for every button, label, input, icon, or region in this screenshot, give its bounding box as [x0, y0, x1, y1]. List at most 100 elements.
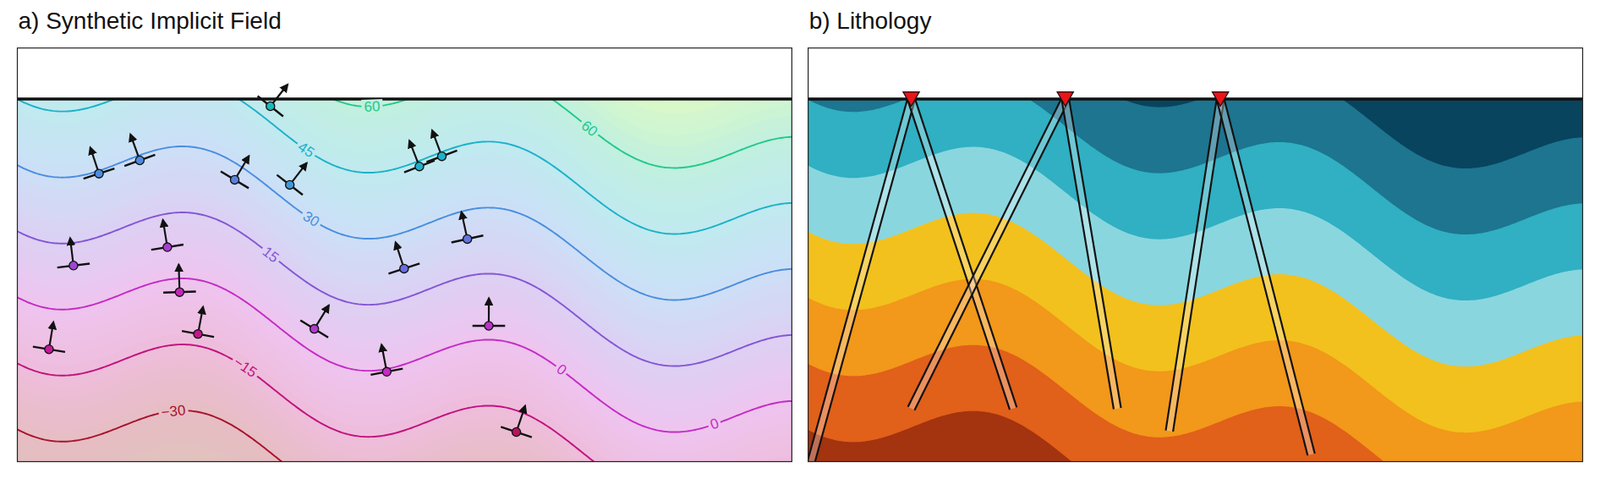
observation-dot — [163, 242, 172, 252]
well-marker — [1057, 92, 1074, 107]
contour-line — [17, 98, 793, 168]
contour-line — [17, 146, 793, 301]
contour-value: −30 — [158, 401, 189, 419]
fault-fill — [907, 98, 1017, 410]
strike-bar — [83, 168, 116, 179]
observation-dot — [400, 263, 409, 273]
panel-title: a) Synthetic Implicit Field — [18, 9, 282, 33]
strike-bar — [388, 263, 420, 274]
sky-strip — [808, 48, 1584, 99]
lithology-bands — [808, 98, 1584, 461]
strike-bar — [300, 319, 329, 337]
observation-dot — [69, 261, 78, 270]
fault-zone — [808, 98, 916, 461]
fault-trace — [1068, 98, 1122, 408]
fault-zone — [908, 98, 1069, 411]
contour-value: 45 — [293, 137, 319, 162]
strike-bar — [220, 170, 249, 188]
surface-line — [808, 97, 1584, 101]
contour-line — [17, 344, 793, 461]
panel-frame — [17, 48, 793, 462]
fault-trace — [1223, 98, 1315, 454]
fault-trace — [1166, 98, 1217, 431]
strike-bar — [451, 235, 484, 242]
orientation-marker — [276, 163, 307, 196]
observation-dot — [310, 324, 319, 334]
observation-dot — [484, 321, 494, 330]
observation-dot — [175, 287, 184, 296]
implicit-field-panel — [17, 0, 794, 479]
surface-line — [17, 97, 793, 101]
fault-fill — [908, 98, 1069, 411]
orientation-marker — [370, 344, 403, 376]
fault-fill — [1216, 98, 1316, 455]
orientation-marker — [181, 306, 214, 339]
observation-dot — [230, 175, 239, 184]
fault-trace — [1172, 99, 1224, 432]
fault-trace — [1061, 99, 1114, 410]
orientation-marker — [220, 155, 249, 188]
well-markers — [903, 92, 1229, 107]
observation-dot — [94, 169, 104, 178]
contour-value: −15 — [228, 352, 261, 382]
orientation-marker — [426, 130, 457, 162]
sky-strip — [17, 48, 793, 99]
orientation-marker — [163, 264, 197, 297]
orientation-marker — [500, 405, 532, 438]
fault-fill — [808, 98, 916, 461]
orientation-marker — [388, 241, 420, 274]
strike-bar — [500, 426, 532, 437]
orientation-marker — [472, 297, 506, 330]
orientation-marker — [57, 237, 90, 269]
observation-dot — [44, 345, 54, 354]
contour-value: 60 — [361, 98, 384, 115]
observation-dot — [437, 152, 446, 161]
orientation-marker — [124, 134, 155, 166]
orientation-markers — [32, 84, 532, 438]
observation-dot — [463, 234, 472, 243]
observation-dot — [266, 101, 275, 110]
fault-trace — [908, 98, 1063, 407]
observation-dot — [135, 155, 144, 165]
fault-trace — [907, 99, 1010, 410]
contour-value: 15 — [257, 241, 284, 267]
fault-zones — [808, 98, 1316, 461]
contour-line — [17, 98, 793, 234]
fault-fill — [1061, 98, 1121, 409]
strike-bar — [276, 175, 303, 196]
panel-title: b) Lithology — [809, 9, 932, 33]
well-marker — [903, 92, 920, 107]
observation-dot — [193, 329, 203, 339]
lithology-panel — [808, 0, 1584, 479]
fault-trace — [914, 100, 1069, 411]
contour-lines — [17, 98, 793, 461]
fault-trace — [808, 98, 909, 461]
orientation-marker — [151, 219, 184, 252]
contour-line — [17, 278, 793, 433]
fault-trace — [1216, 99, 1308, 455]
field-shading — [17, 98, 793, 461]
strike-bar — [124, 154, 155, 166]
orientation-marker — [451, 212, 484, 244]
contour-line — [17, 212, 793, 367]
orientation-marker — [32, 322, 66, 354]
observation-dot — [382, 367, 391, 376]
contour-value: 0 — [706, 415, 724, 433]
strike-bar — [426, 150, 457, 163]
observation-dot — [415, 162, 424, 171]
panel-frame — [808, 48, 1584, 462]
contour-value: 60 — [576, 115, 603, 141]
orientation-marker — [83, 147, 116, 179]
orientation-marker — [404, 140, 435, 172]
fault-zone — [907, 98, 1017, 410]
orientation-marker — [300, 305, 329, 338]
fault-zone — [1166, 98, 1225, 432]
fault-zone — [1061, 98, 1121, 409]
observation-dot — [285, 180, 295, 189]
fault-trace — [814, 99, 915, 461]
contour-line — [17, 410, 793, 461]
fault-fill — [1166, 98, 1225, 432]
